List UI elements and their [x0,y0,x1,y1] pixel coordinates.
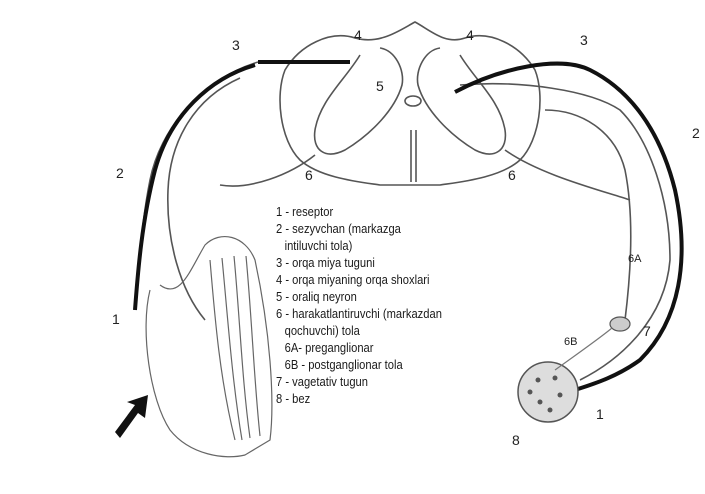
gland-icon [518,362,578,422]
label-6a: 6A [628,253,641,265]
stimulus-arrow-icon [115,395,148,438]
label-4-left: 4 [354,27,362,43]
grey-matter-right [417,48,505,154]
label-3-right: 3 [580,32,588,48]
label-6-left: 6 [305,167,313,183]
legend-item: 1 - reseptor [276,203,500,220]
ganglion-icon [610,317,630,331]
legend-item: 2 - sezyvchan (markazga [276,220,500,237]
label-6b: 6B [564,336,577,348]
legend-item: 6A- preganglionar [276,339,500,356]
legend-item: 5 - oraliq neyron [276,288,500,305]
label-4-right: 4 [466,27,474,43]
label-3-left: 3 [232,37,240,53]
legend-item: intiluvchi tola) [276,237,500,254]
legend-item: 7 - vagetativ tugun [276,373,500,390]
label-2-left: 2 [116,165,124,181]
label-8: 8 [512,432,520,448]
central-canal [405,96,421,106]
legend-item: 3 - orqa miya tuguni [276,254,500,271]
label-5: 5 [376,78,384,94]
label-1-left: 1 [112,311,120,327]
legend-item: 6B - postganglionar tola [276,356,500,373]
legend-item: 8 - bez [276,390,500,407]
spinal-cord-outline [280,22,540,185]
label-2-right: 2 [692,125,700,141]
legend-item: 4 - orqa miyaning orqa shoxlari [276,271,500,288]
label-7: 7 [643,323,651,339]
label-6-right: 6 [508,167,516,183]
legend-item: qochuvchi) tola [276,322,500,339]
sensory-fiber-thick [135,65,255,310]
label-1-right: 1 [596,406,604,422]
legend-item: 6 - harakatlantiruvchi (markazdan [276,305,500,322]
